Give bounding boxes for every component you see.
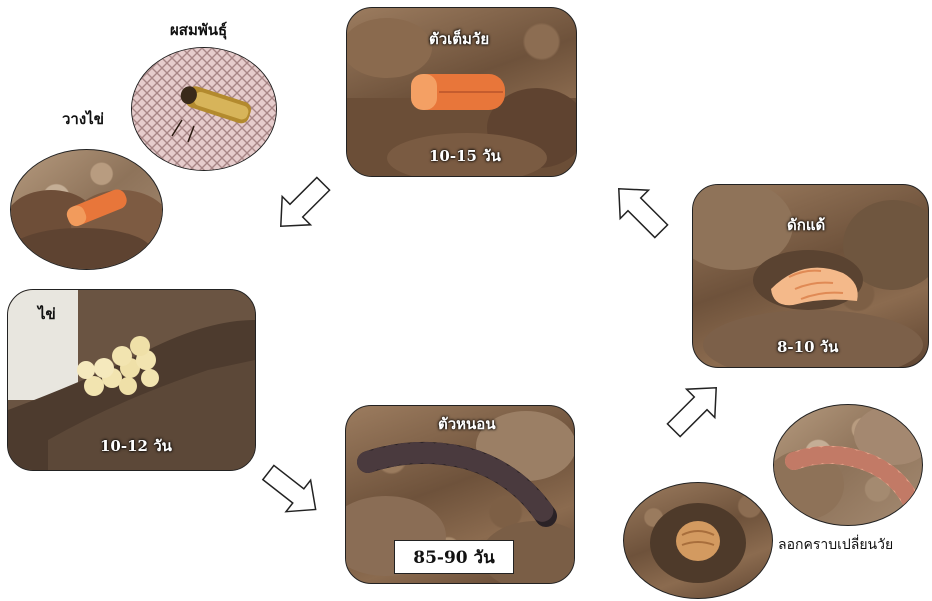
molting-photo-1 xyxy=(773,404,923,526)
stage-egg-photo: ไข่ 10-12 วัน xyxy=(7,289,256,471)
larva-duration-box: 85-90 วัน xyxy=(394,540,514,574)
hollow-arrow-icon xyxy=(252,456,332,526)
hollow-arrow-icon xyxy=(655,374,735,444)
adult-label: ตัวเต็มวัย xyxy=(429,27,489,51)
molting-label: ลอกคราบเปลี่ยนวัย xyxy=(778,534,893,556)
laying-photo xyxy=(10,149,163,270)
larva-duration: 85-90 วัน xyxy=(413,544,494,571)
stage-adult-photo: ตัวเต็มวัย 10-15 วัน xyxy=(346,7,577,177)
pupa-label: ดักแด้ xyxy=(787,213,825,237)
pupa-duration: 8-10 วัน xyxy=(777,335,838,359)
hollow-arrow-icon xyxy=(600,175,680,245)
molting-photo-2 xyxy=(623,482,773,599)
laying-label: วางไข่ xyxy=(62,107,104,131)
larva-label: ตัวหนอน xyxy=(438,412,496,436)
stage-pupa-photo: ดักแด้ 8-10 วัน xyxy=(692,184,929,368)
egg-duration: 10-12 วัน xyxy=(100,434,172,458)
molting-larva-illustration xyxy=(774,405,922,525)
adult-duration: 10-15 วัน xyxy=(429,144,501,168)
hollow-arrow-icon xyxy=(262,170,342,240)
laying-beetle-illustration xyxy=(11,150,162,269)
mating-label: ผสมพันธุ์ xyxy=(170,18,227,42)
egg-label: ไข่ xyxy=(38,302,56,326)
stage-larva-photo: ตัวหนอน 85-90 วัน xyxy=(345,405,575,584)
molting-pupa-illustration xyxy=(624,483,772,598)
